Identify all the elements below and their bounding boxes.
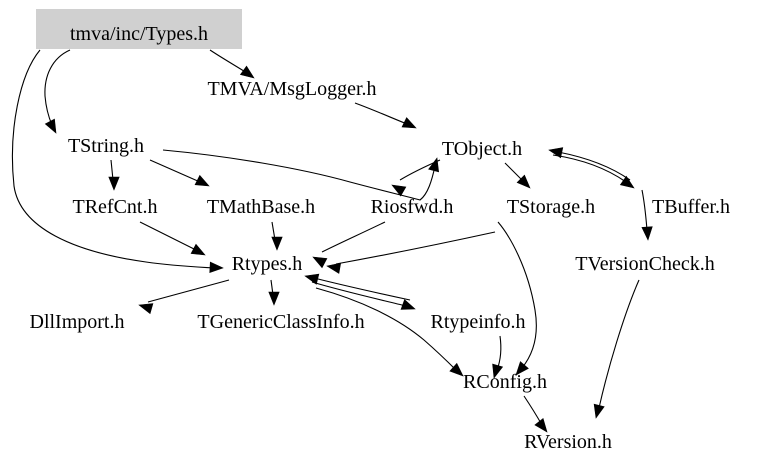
edge-tstring-to-tmathbase <box>149 159 210 187</box>
edge-types-to-tstring <box>44 49 71 134</box>
arrow-head-icon <box>548 147 564 159</box>
edge-line <box>321 221 386 253</box>
edge-tobject-to-riosfwd <box>391 159 441 197</box>
node-label-riosfwd[interactable]: Riosfwd.h <box>371 196 454 218</box>
edge-tbuffer-to-tobject <box>548 147 631 181</box>
arrow-head-icon <box>209 261 224 273</box>
edge-riosfwd-to-rtypes <box>312 221 386 269</box>
arrow-head-icon <box>239 65 255 79</box>
edge-line <box>149 159 201 183</box>
arrow-head-icon <box>400 299 416 310</box>
edge-tstring-to-trefcnt <box>108 159 120 191</box>
node-label-tgeneric[interactable]: TGenericClassInfo.h <box>197 311 364 333</box>
edge-line <box>162 149 436 201</box>
edge-types-to-rtypes <box>11 49 224 273</box>
node-label-tbuffer[interactable]: TBuffer.h <box>652 196 730 218</box>
edge-trefcnt-to-rtypes <box>139 221 206 256</box>
edge-rtypes-to-tgeneric <box>268 279 280 306</box>
edge-line <box>11 49 215 269</box>
edge-line <box>335 231 496 265</box>
edge-rconfig-to-rversion <box>523 395 548 433</box>
arrow-head-icon <box>108 176 120 191</box>
arrow-head-icon <box>268 291 280 306</box>
edge-tstorage-to-rconfig <box>497 221 537 376</box>
edge-rtypes-to-dllimport <box>138 279 230 315</box>
edge-rtypes-to-rtypeinfo <box>311 281 416 310</box>
node-label-tstring[interactable]: TString.h <box>68 135 144 157</box>
node-label-rconfig[interactable]: RConfig.h <box>463 371 547 393</box>
arrow-head-icon <box>449 362 464 377</box>
arrow-head-icon <box>304 273 320 285</box>
arrow-head-icon <box>401 117 417 129</box>
node-label-tobject[interactable]: TObject.h <box>442 138 522 160</box>
edge-line <box>209 49 248 74</box>
edge-tbuffer-to-tversion <box>641 189 653 241</box>
edge-rtypes-to-rconfig <box>315 287 464 377</box>
node-label-tstorage[interactable]: TStorage.h <box>507 196 595 218</box>
edge-line <box>497 221 537 369</box>
edge-line <box>641 189 648 231</box>
node-label-msglogger[interactable]: TMVA/MsgLogger.h <box>207 78 376 100</box>
edge-line <box>315 287 457 371</box>
edge-line <box>598 279 640 409</box>
node-label-tversion[interactable]: TVersionCheck.h <box>575 253 714 275</box>
edge-line <box>44 49 71 126</box>
arrow-head-icon <box>190 243 206 256</box>
arrow-head-icon <box>516 174 531 189</box>
arrow-head-icon <box>492 363 504 379</box>
edge-line <box>311 281 407 307</box>
edge-tstring-to-tobject <box>162 149 440 201</box>
node-label-rtypeinfo[interactable]: Rtypeinfo.h <box>431 311 526 333</box>
edge-tmathbase-to-rtypes <box>271 221 283 251</box>
arrow-head-icon <box>593 403 605 419</box>
nodes-layer: tmva/inc/Types.hTMVA/MsgLogger.hTString.… <box>30 23 730 453</box>
edge-tobject-to-tstorage <box>504 162 531 189</box>
edge-line <box>399 159 441 181</box>
edge-line <box>552 154 627 183</box>
edge-msglogger-to-tobject <box>354 102 417 129</box>
edge-types-to-msglogger <box>209 49 255 79</box>
edge-line <box>110 159 114 181</box>
arrow-head-icon <box>391 184 407 197</box>
node-boxes-layer <box>36 9 242 49</box>
edge-rtypeinfo-to-rtypes <box>304 273 411 301</box>
node-label-rtypes[interactable]: Rtypes.h <box>232 253 303 275</box>
arrow-head-icon <box>138 303 154 315</box>
arrow-head-icon <box>641 226 653 241</box>
arrow-head-icon <box>534 418 548 433</box>
arrow-head-icon <box>326 262 342 274</box>
node-label-types[interactable]: tmva/inc/Types.h <box>70 23 208 45</box>
edge-tobject-to-tbuffer <box>552 154 635 189</box>
edges-layer <box>11 49 653 433</box>
arrow-head-icon <box>515 361 529 376</box>
edge-rtypeinfo-to-rconfig <box>492 335 504 379</box>
edge-line <box>557 151 631 181</box>
edge-line <box>504 162 524 182</box>
edge-line <box>139 221 197 251</box>
edge-line <box>523 395 543 426</box>
arrow-head-icon <box>194 174 210 187</box>
edge-line <box>313 277 411 301</box>
arrow-head-icon <box>44 118 57 134</box>
arrow-head-icon <box>271 236 283 251</box>
node-label-dllimport[interactable]: DllImport.h <box>30 311 125 333</box>
node-label-tmathbase[interactable]: TMathBase.h <box>207 196 315 218</box>
edge-tstorage-to-rtypes <box>326 231 496 274</box>
edge-line <box>147 279 230 303</box>
arrow-head-icon <box>312 256 328 269</box>
edge-line <box>354 102 408 125</box>
node-box-types <box>36 9 242 49</box>
edge-line <box>496 335 502 371</box>
node-label-trefcnt[interactable]: TRefCnt.h <box>73 196 158 218</box>
node-label-rversion[interactable]: RVersion.h <box>524 431 612 453</box>
edge-tversion-to-rversion <box>593 279 640 419</box>
arrow-head-icon <box>619 175 635 189</box>
